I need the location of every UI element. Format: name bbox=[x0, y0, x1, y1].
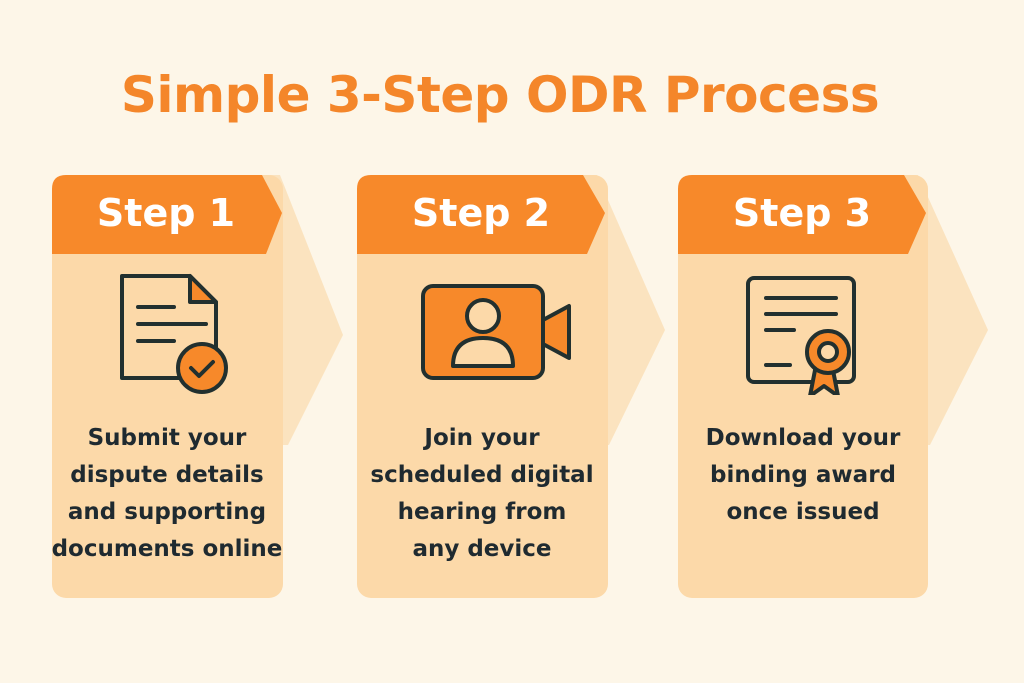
desc-line: and supporting bbox=[67, 499, 267, 525]
desc-line: Join your bbox=[424, 425, 540, 451]
video-camera-person-icon bbox=[421, 284, 571, 380]
desc-line: scheduled digital bbox=[370, 462, 594, 488]
desc-line: binding award bbox=[709, 462, 896, 488]
step-card-shape bbox=[357, 175, 665, 598]
step-label: Step 1 bbox=[96, 191, 236, 235]
step-card-shape bbox=[678, 175, 988, 598]
desc-line: hearing from bbox=[397, 499, 567, 525]
step-card-3: Step 3 Download your binding award once … bbox=[678, 175, 988, 600]
desc-line: dispute details bbox=[70, 462, 264, 488]
step-card-2: Step 2 Join your scheduled digital heari… bbox=[357, 175, 665, 600]
step-label: Step 2 bbox=[411, 191, 551, 235]
page-title: Simple 3-Step ODR Process bbox=[120, 66, 880, 124]
desc-line: once issued bbox=[726, 499, 880, 525]
document-check-icon bbox=[120, 274, 228, 394]
step-description: Download your binding award once issued bbox=[668, 420, 938, 531]
step-description: Submit your dispute details and supporti… bbox=[42, 420, 292, 568]
desc-line: Submit your bbox=[87, 425, 247, 451]
desc-line: documents online bbox=[51, 536, 283, 562]
step-card-shape bbox=[52, 175, 343, 598]
desc-line: any device bbox=[412, 536, 552, 562]
step-label: Step 3 bbox=[732, 191, 872, 235]
step-description: Join your scheduled digital hearing from… bbox=[347, 420, 617, 568]
desc-line: Download your bbox=[705, 425, 901, 451]
step-card-1: Step 1 Submit your dispute details and s… bbox=[52, 175, 352, 600]
certificate-award-icon bbox=[746, 276, 856, 395]
